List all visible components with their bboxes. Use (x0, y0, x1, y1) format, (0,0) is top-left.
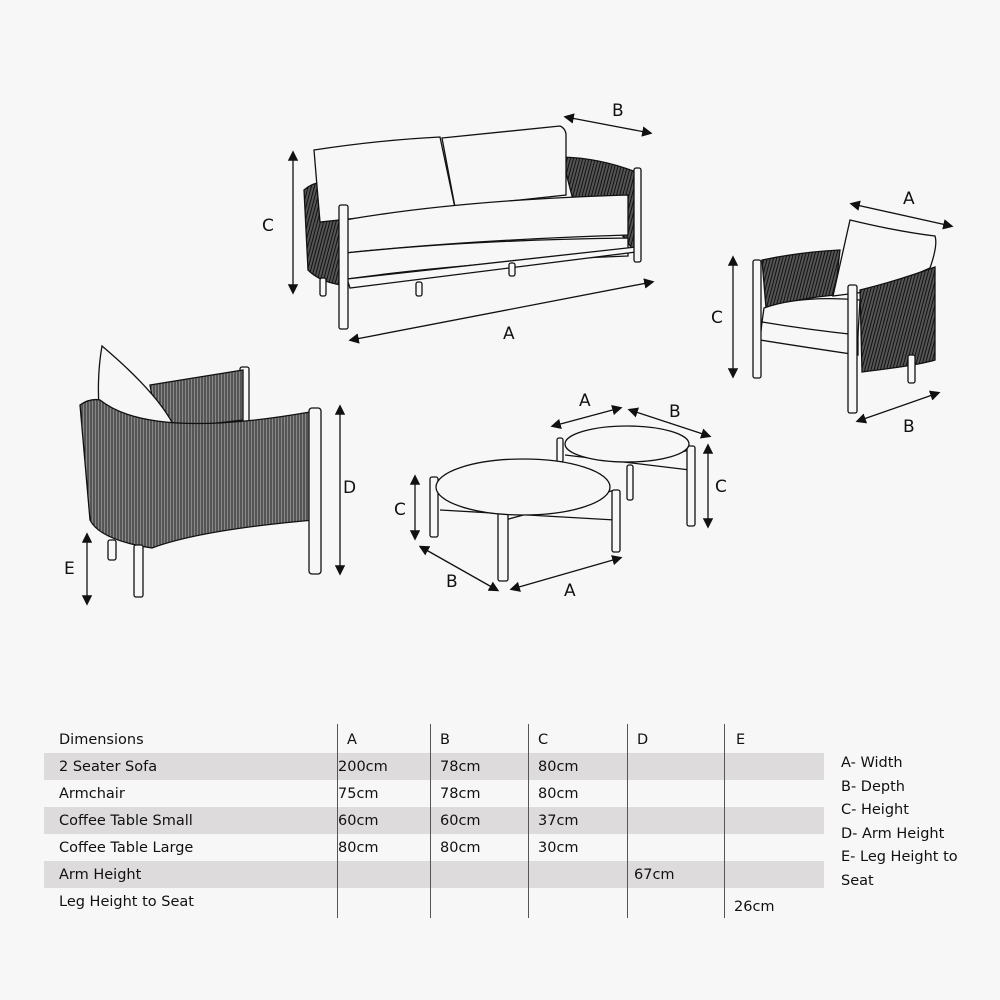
dimensions-table: Dimensions A B C D E 2 Seater Sofa 200cm… (44, 726, 824, 915)
cell-c: 30cm (538, 839, 579, 856)
header-b: B (440, 731, 450, 748)
small-table-dim-a: A (579, 391, 591, 411)
table-row: Leg Height to Seat 26cm (44, 888, 824, 916)
large-table-dim-a: A (564, 581, 576, 601)
cell-e: 26cm (734, 899, 775, 915)
cell-c: 80cm (538, 758, 579, 775)
large-table-dim-b: B (446, 572, 458, 592)
column-divider (724, 724, 725, 918)
row-name: Coffee Table Large (59, 839, 194, 856)
table-row: Coffee Table Small 60cm 60cm 37cm (44, 807, 824, 834)
row-name: Leg Height to Seat (59, 893, 194, 910)
header-d: D (637, 731, 649, 748)
armchair-back-dim-d: D (343, 478, 356, 498)
sofa-dim-b: B (612, 101, 624, 121)
cell-d: 67cm (634, 866, 675, 883)
cell-c: 80cm (538, 785, 579, 802)
cell-b: 78cm (440, 785, 481, 802)
row-name: Arm Height (59, 866, 142, 883)
column-divider (430, 724, 431, 918)
row-name: Armchair (59, 785, 125, 802)
row-name: 2 Seater Sofa (59, 758, 158, 775)
column-divider (337, 724, 338, 918)
header-a: A (347, 731, 357, 748)
column-divider (627, 724, 628, 918)
header-c: C (538, 731, 549, 748)
coffee-tables-drawing (409, 405, 714, 592)
armchair-front-drawing (727, 200, 954, 424)
large-table-dim-c: C (394, 500, 406, 520)
cell-a: 60cm (338, 812, 379, 829)
cell-a: 200cm (338, 758, 388, 775)
cell-b: 78cm (440, 758, 481, 775)
cell-b: 80cm (440, 839, 481, 856)
legend-item: Seat (841, 872, 874, 889)
table-header-row: Dimensions A B C D E (44, 726, 824, 753)
sofa-drawing (287, 113, 655, 344)
table-row: Armchair 75cm 78cm 80cm (44, 780, 824, 807)
cell-c: 37cm (538, 812, 579, 829)
sofa-dim-a: A (503, 324, 515, 344)
header-dimensions: Dimensions (59, 731, 144, 748)
cell-a: 80cm (338, 839, 379, 856)
armchair-dim-a: A (903, 189, 915, 209)
legend-item: C- Height (841, 802, 909, 818)
legend-item: B- Depth (841, 778, 905, 795)
armchair-dim-b: B (903, 417, 915, 437)
furniture-dimension-drawing: C B A A C B D E (64, 101, 954, 606)
table-row: Arm Height 67cm (44, 861, 824, 888)
header-e: E (736, 731, 746, 748)
small-table-dim-b: B (669, 402, 681, 422)
armchair-dim-c: C (711, 308, 723, 328)
small-table-dim-c: C (715, 477, 727, 497)
armchair-back-dim-e: E (64, 559, 75, 579)
sofa-dim-c: C (262, 216, 274, 236)
table-row: 2 Seater Sofa 200cm 78cm 80cm (44, 753, 824, 780)
row-name: Coffee Table Small (59, 812, 193, 829)
cell-a: 75cm (338, 785, 379, 802)
dimension-legend: A- Width B- Depth C- Height D- Arm Heigh… (841, 752, 958, 893)
table-row: Coffee Table Large 80cm 80cm 30cm (44, 834, 824, 861)
column-divider (528, 724, 529, 918)
armchair-back-drawing (79, 344, 346, 606)
legend-item: D- Arm Height (841, 825, 945, 842)
legend-item: A- Width (841, 755, 903, 771)
cell-b: 60cm (440, 812, 481, 829)
legend-item: E- Leg Height to (841, 849, 958, 865)
